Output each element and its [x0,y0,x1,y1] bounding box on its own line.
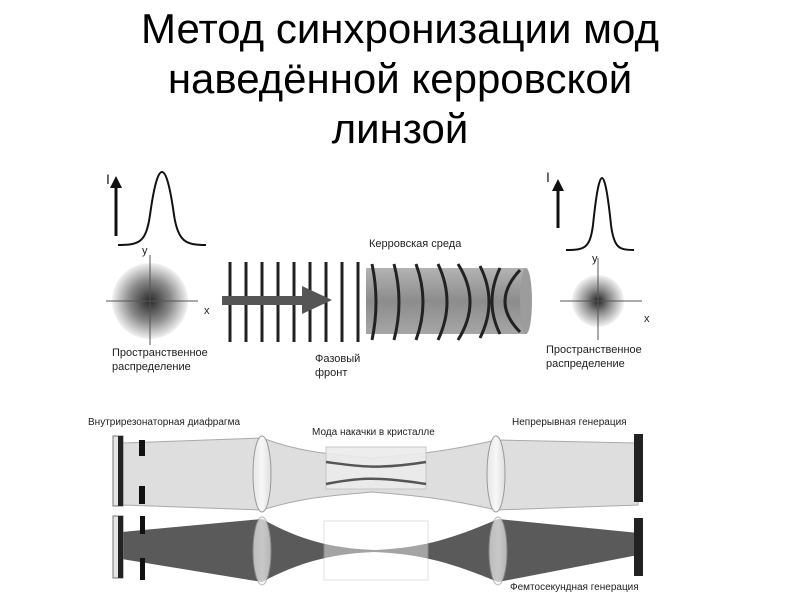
lens-right-fs [488,516,508,586]
kerr-medium [366,263,532,341]
spatial-label-right-1: Пространственное [546,344,642,356]
x-label-right: x [644,313,650,325]
lens-left-fs [252,516,272,586]
pump-mode-upper [325,460,427,468]
aperture-upper-fs [140,516,145,534]
gaussian-curve-right [565,176,635,251]
cw-label: Непрерывная генерация [512,417,627,428]
crystal-fs [323,520,429,581]
left-intensity-profile: I [106,170,207,246]
intensity-arrow-right-icon [552,179,564,191]
slide-title: Метод синхронизации мод наведённой керро… [0,4,800,154]
spatial-label-right-2: распределение [546,358,625,370]
x-label-left: x [204,305,210,317]
intensity-label-left: I [106,171,110,187]
mirror-right-cw [634,434,643,502]
lens-left-cw [252,435,272,513]
spatial-label-left-1: Пространственное [112,347,208,359]
fs-resonator [112,515,643,586]
fs-beam [122,519,638,582]
gaussian-curve-left [117,170,207,246]
aperture-lower-cw [139,486,145,504]
spatial-label-left-2: распределение [112,361,191,373]
curved-phase-fronts [370,263,522,341]
y-label-right: y [592,253,598,265]
title-line-3: линзой [331,105,469,152]
aperture-label: Внутрирезонаторная диафрагма [88,416,240,428]
intensity-arrow-left-icon [110,176,122,188]
pump-mode-lower [325,477,427,486]
phase-front-label-1: Фазовый [315,353,360,365]
kerr-medium-label: Керровская среда [369,238,462,250]
aperture-upper-cw [139,440,145,456]
left-spatial-spot: y x [106,245,210,345]
y-label-left: y [142,245,148,257]
title-line-2: наведённой керровской [167,55,633,102]
lens-right-cw [486,435,506,513]
kerr-medium-end [520,268,532,334]
title-line-1: Метод синхронизации мод [141,5,659,52]
intensity-label-right: I [546,169,550,185]
propagation-arrow [222,286,332,314]
aperture-lower-fs [140,558,145,580]
pump-mode-label: Мода накачки в кристалле [312,427,435,438]
phase-front-label-2: фронт [315,367,347,379]
cw-resonator [112,434,643,513]
propagation-arrow-icon [302,286,332,314]
fs-label: Фемтосекундная генерация [510,582,639,593]
right-spatial-spot: y x [560,253,650,340]
right-intensity-profile: I [546,169,635,251]
mirror-right-fs [634,518,643,576]
